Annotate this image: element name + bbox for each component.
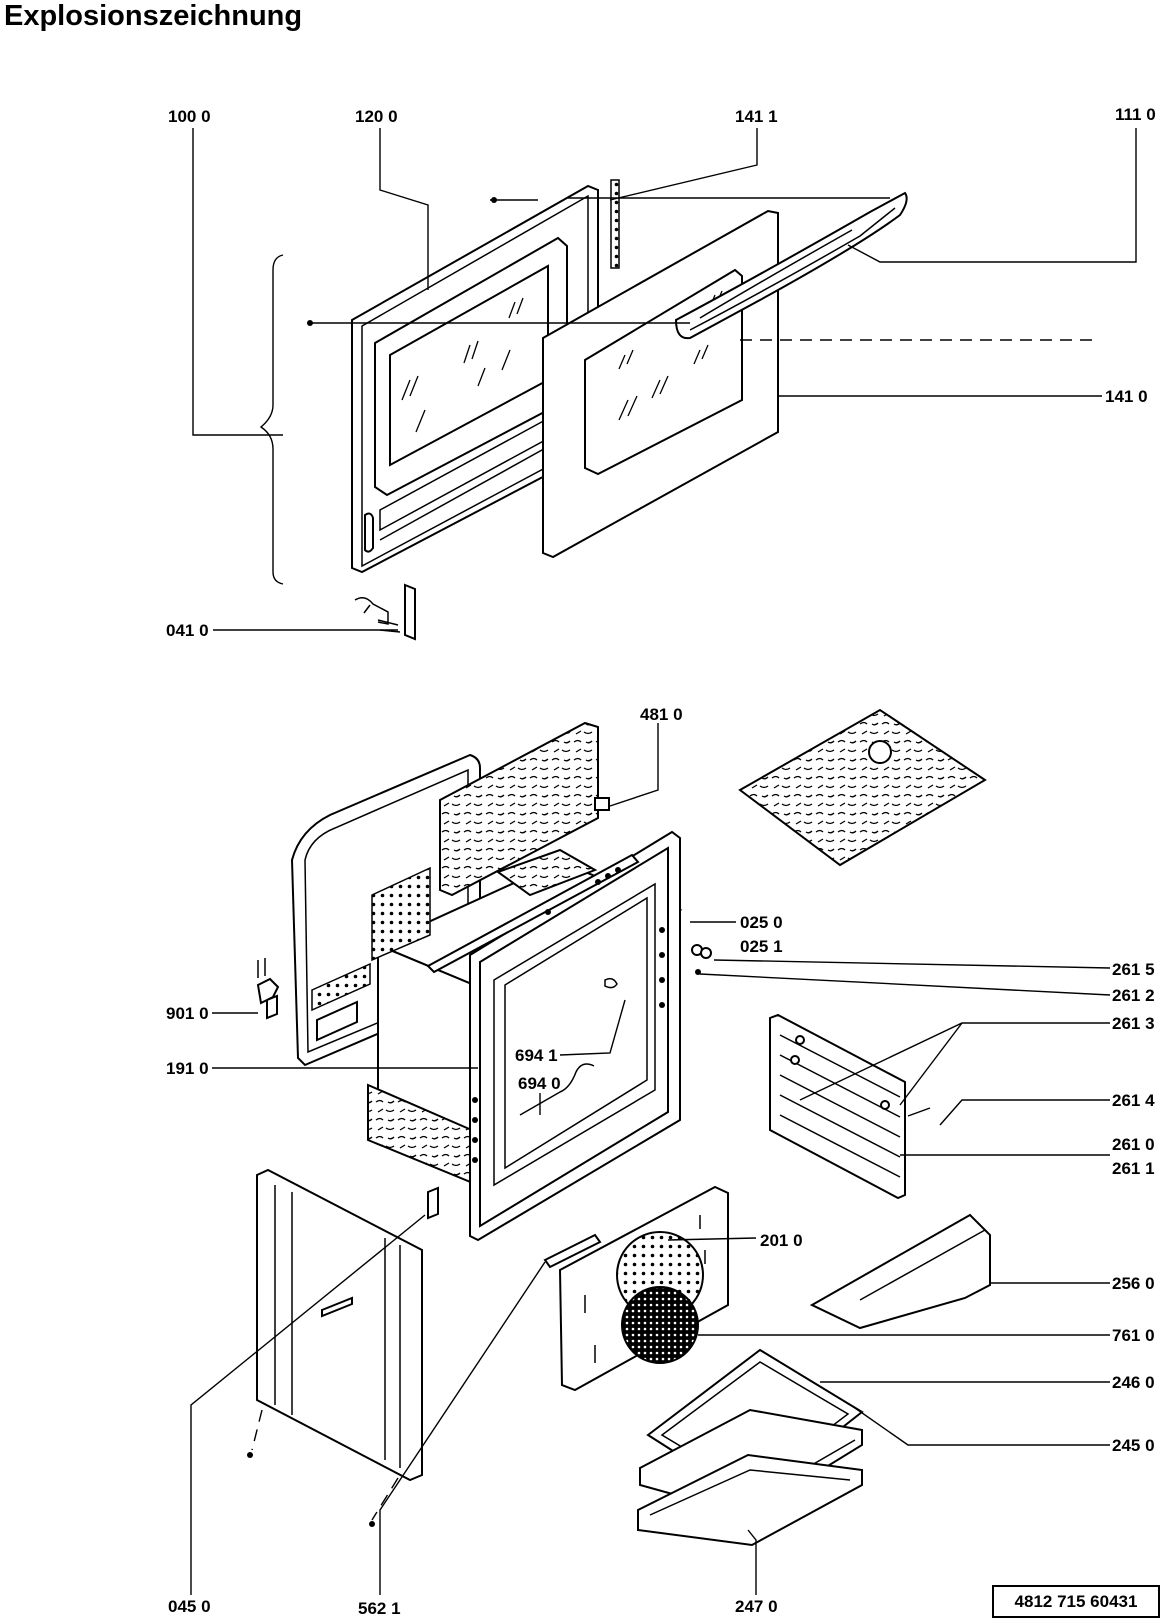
label-261-0: 261 0 bbox=[1112, 1135, 1155, 1154]
label-245-0: 245 0 bbox=[1112, 1436, 1155, 1455]
label-261-3: 261 3 bbox=[1112, 1014, 1155, 1033]
label-261-1: 261 1 bbox=[1112, 1159, 1155, 1178]
label-025-1: 025 1 bbox=[740, 937, 783, 956]
label-246-0: 246 0 bbox=[1112, 1373, 1155, 1392]
front-frame bbox=[426, 830, 681, 1242]
label-120-0: 120 0 bbox=[355, 107, 398, 126]
label-045-0: 045 0 bbox=[168, 1597, 211, 1616]
label-261-4: 261 4 bbox=[1112, 1091, 1155, 1110]
door-assembly bbox=[259, 179, 1095, 641]
top-insulation-panel bbox=[738, 708, 987, 867]
label-141-0: 141 0 bbox=[1105, 387, 1148, 406]
label-041-0: 041 0 bbox=[166, 621, 209, 640]
page-title: Explosionszeichnung bbox=[4, 0, 303, 32]
label-247-0: 247 0 bbox=[735, 1597, 778, 1616]
label-201-0: 201 0 bbox=[760, 1231, 803, 1250]
door-hinge bbox=[354, 583, 416, 641]
label-261-5: 261 5 bbox=[1112, 960, 1155, 979]
label-694-1: 694 1 bbox=[515, 1046, 558, 1065]
rear-insulation bbox=[439, 721, 599, 897]
label-100-0: 100 0 bbox=[168, 107, 211, 126]
part-labels: 100 0 120 0 141 1 111 0 141 0 041 0 481 … bbox=[166, 105, 1156, 1618]
door-seal-strip bbox=[610, 179, 620, 269]
label-025-0: 025 0 bbox=[740, 913, 783, 932]
oven-body-assembly bbox=[256, 708, 987, 1242]
cable-clip bbox=[594, 797, 610, 811]
label-481-0: 481 0 bbox=[640, 705, 683, 724]
label-761-0: 761 0 bbox=[1112, 1326, 1155, 1345]
side-panel bbox=[247, 1168, 439, 1527]
document-number: 4812 715 60431 bbox=[992, 1585, 1160, 1618]
label-694-0: 694 0 bbox=[518, 1074, 561, 1093]
bottom-parts bbox=[637, 1213, 991, 1547]
label-562-1: 562 1 bbox=[358, 1599, 401, 1618]
bottom-cover-plate bbox=[809, 1213, 991, 1330]
label-901-0: 901 0 bbox=[166, 1004, 209, 1023]
assembly-bracket bbox=[259, 254, 284, 585]
drip-pan bbox=[637, 1453, 863, 1547]
label-141-1: 141 1 bbox=[735, 107, 778, 126]
label-256-0: 256 0 bbox=[1112, 1274, 1155, 1293]
label-191-0: 191 0 bbox=[166, 1059, 209, 1078]
door-handle bbox=[674, 191, 908, 340]
rear-fan-panel bbox=[543, 1185, 729, 1392]
shelf-supports bbox=[769, 1013, 931, 1200]
label-111-0: 111 0 bbox=[1115, 105, 1156, 124]
inner-door-panel bbox=[351, 184, 599, 574]
leader-lines bbox=[190, 128, 1137, 1595]
label-261-2: 261 2 bbox=[1112, 986, 1155, 1005]
